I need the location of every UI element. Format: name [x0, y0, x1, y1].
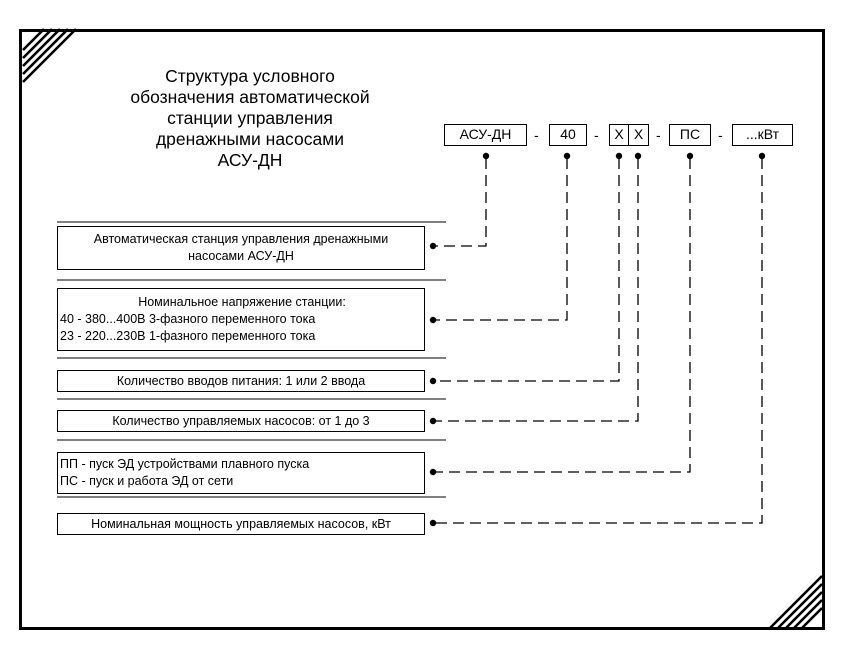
corner-hatch-top-left: [22, 28, 77, 83]
title-line: АСУ-ДН: [217, 150, 283, 170]
diagram-frame: [19, 29, 825, 630]
code-segment-voltage: 40: [549, 124, 587, 146]
description-line: Автоматическая станция управления дренаж…: [93, 232, 389, 246]
connector-6: [433, 158, 763, 524]
connector-5: [433, 158, 691, 473]
connector-3: [433, 158, 620, 382]
code-segment-power: ...кВт: [732, 124, 793, 146]
code-segment-series: АСУ-ДН: [444, 124, 527, 146]
diagram-title: Структура условного обозначения автомати…: [100, 66, 400, 171]
description-line: Количество вводов питания: 1 или 2 ввода: [116, 373, 366, 388]
connector-dots: [429, 152, 766, 527]
description-line: ПП - пуск ЭД устройствами плавного пуска: [60, 457, 310, 471]
connector-1: [433, 158, 487, 247]
description-power: Номинальная мощность управляемых насосов…: [57, 513, 425, 535]
description-line: Номинальное напряжение станции:: [138, 295, 346, 309]
code-separator: -: [594, 127, 599, 143]
description-series: Автоматическая станция управления дренаж…: [57, 226, 425, 270]
title-line: Структура условного: [165, 66, 335, 86]
description-line: ПС - пуск и работа ЭД от сети: [60, 474, 234, 488]
description-inputs: Количество вводов питания: 1 или 2 ввода: [57, 370, 425, 392]
separator-lines: [57, 221, 446, 498]
description-line: Количество управляемых насосов: от 1 до …: [112, 413, 370, 428]
code-segment-inputs: Х: [609, 124, 629, 146]
code-segment-pumps: Х: [628, 124, 649, 146]
code-separator: -: [718, 127, 723, 143]
code-separator: -: [534, 127, 539, 143]
description-line: Номинальная мощность управляемых насосов…: [91, 516, 391, 531]
code-segment-start-mode: ПС: [669, 124, 711, 146]
description-line: насосами АСУ-ДН: [188, 249, 294, 263]
corner-hatch-bottom-right: [768, 575, 823, 630]
description-start-mode: ПП - пуск ЭД устройствами плавного пуска…: [57, 452, 425, 494]
dashed-connectors: [433, 158, 763, 524]
title-line: обозначения автоматической: [130, 87, 370, 107]
description-line: 23 - 220...230В 1-фазного переменного то…: [60, 329, 316, 343]
code-separator: -: [656, 127, 661, 143]
connector-4: [433, 158, 639, 422]
title-line: дренажными насосами: [155, 129, 345, 149]
description-pumps: Количество управляемых насосов: от 1 до …: [57, 410, 425, 432]
title-line: станции управления: [167, 108, 333, 128]
description-line: 40 - 380...400В 3-фазного переменного то…: [60, 312, 316, 326]
connector-2: [433, 158, 568, 321]
description-voltage: Номинальное напряжение станции: 40 - 380…: [57, 288, 425, 351]
